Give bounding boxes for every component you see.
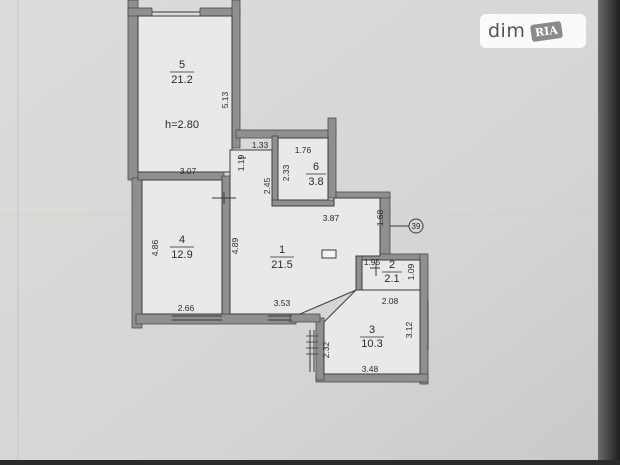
wall bbox=[315, 373, 429, 383]
room-3-area bbox=[323, 289, 421, 375]
wall bbox=[335, 191, 391, 199]
wall bbox=[131, 177, 143, 329]
room-2-area bbox=[361, 259, 421, 291]
dim-4-89: 4.89 bbox=[230, 237, 240, 254]
wall bbox=[379, 195, 391, 263]
room-6-area-value: 3.8 bbox=[308, 176, 323, 188]
room-4-area-value: 12.9 bbox=[171, 249, 192, 261]
dim-2-45: 2.45 bbox=[262, 177, 272, 194]
room-6-area bbox=[277, 137, 329, 201]
wall bbox=[289, 313, 321, 323]
dim-1-95: 1.95 bbox=[364, 257, 381, 267]
watermark-brand: dim bbox=[488, 20, 526, 42]
wall bbox=[231, 0, 241, 149]
room-5-area-value: 21.2 bbox=[171, 74, 192, 86]
room-4-number: 4 bbox=[179, 234, 185, 246]
dim-1-76: 1.76 bbox=[295, 145, 312, 155]
stair-hatch bbox=[306, 335, 318, 355]
room-6-number: 6 bbox=[313, 161, 319, 173]
room-3-number: 3 bbox=[369, 324, 375, 336]
wall bbox=[127, 7, 153, 17]
dim-1-68: 1.68 bbox=[375, 209, 385, 226]
dim-2-32: 2.32 bbox=[321, 341, 331, 358]
walls bbox=[127, 0, 429, 385]
dim-2-08: 2.08 bbox=[382, 296, 399, 306]
openings bbox=[152, 11, 429, 372]
dim-1-33: 1.33 bbox=[252, 140, 269, 150]
ceiling-height: h=2.80 bbox=[165, 119, 199, 131]
dim-5-13: 5.13 bbox=[220, 91, 230, 108]
dim-4-86: 4.86 bbox=[150, 239, 160, 256]
fixture bbox=[321, 249, 337, 259]
room-fills bbox=[137, 15, 421, 375]
wall bbox=[127, 0, 139, 181]
room-1-number: 1 bbox=[279, 244, 285, 256]
marker-number: 39 bbox=[412, 222, 421, 231]
binder-edge bbox=[598, 0, 620, 460]
room-3-area-value: 10.3 bbox=[361, 338, 382, 350]
dim-3-87: 3.87 bbox=[323, 213, 340, 223]
wall bbox=[221, 175, 231, 317]
dim-3-53: 3.53 bbox=[274, 298, 291, 308]
wall bbox=[419, 253, 429, 385]
dim-3-12: 3.12 bbox=[404, 321, 414, 338]
dimension-labels: 5.13 3.07 1.33 1.19 1.76 2.33 2.45 3.87 … bbox=[150, 91, 421, 374]
dim-3-07: 3.07 bbox=[180, 166, 197, 176]
dim-2-66: 2.66 bbox=[178, 303, 195, 313]
dim-1-19: 1.19 bbox=[236, 154, 246, 171]
wall bbox=[271, 199, 335, 207]
room-5-number: 5 bbox=[179, 59, 185, 71]
room-labels: 5 21.2 h=2.80 6 3.8 4 12.9 1 21.5 2 2.1 … bbox=[165, 59, 402, 350]
wall bbox=[271, 135, 279, 207]
dim-1-09: 1.09 bbox=[406, 263, 416, 280]
room-5-area bbox=[137, 15, 233, 173]
watermark-badge: RIA bbox=[530, 20, 564, 42]
room-2-area-value: 2.1 bbox=[384, 273, 399, 285]
room-1-area-value: 21.5 bbox=[271, 259, 292, 271]
dim-3-48: 3.48 bbox=[362, 364, 379, 374]
wall bbox=[355, 253, 363, 291]
dim-2-33: 2.33 bbox=[281, 164, 291, 181]
watermark-logo: dim RIA bbox=[480, 14, 586, 48]
wall bbox=[235, 129, 337, 139]
room-2-number: 2 bbox=[389, 259, 395, 271]
room-1-area bbox=[229, 149, 381, 315]
wall bbox=[327, 117, 337, 199]
